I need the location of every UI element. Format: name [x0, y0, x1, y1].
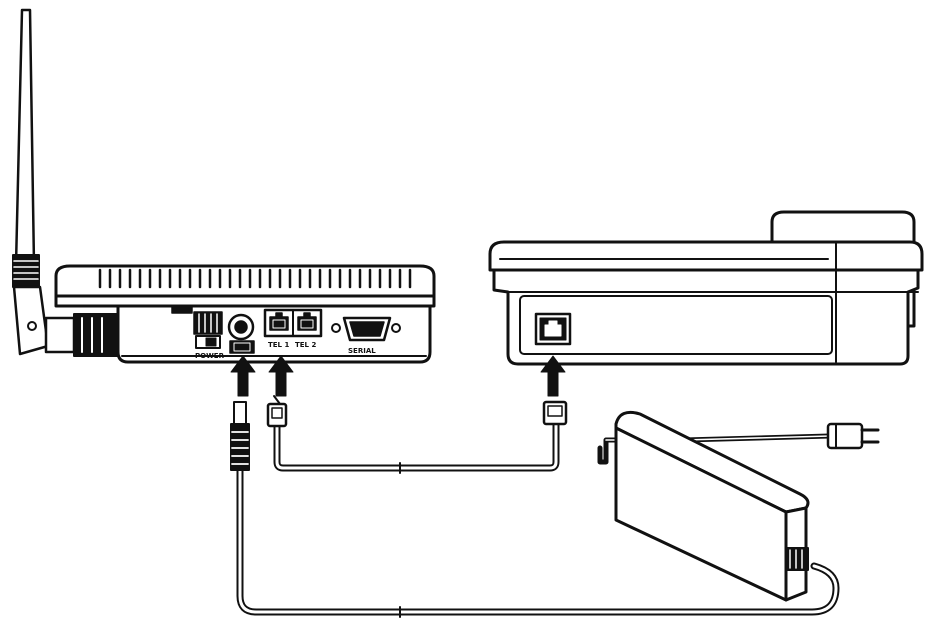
serial-label: SERIAL	[348, 347, 376, 355]
power-label: POWER	[195, 352, 225, 360]
tel1-label: TEL 1	[268, 341, 289, 349]
antenna-grip	[12, 254, 40, 288]
arrow-up-icon	[540, 355, 566, 397]
rj11-connector-icon	[542, 400, 568, 426]
arrow-up-icon	[268, 355, 294, 397]
telephone-top	[488, 240, 924, 272]
plug-icon	[230, 401, 250, 471]
antenna-connector	[44, 316, 76, 354]
power-switch: POWER	[193, 311, 225, 360]
power-cable	[236, 464, 840, 618]
antenna-base	[12, 285, 50, 356]
telephone-cable	[273, 420, 560, 474]
adapter-cable-strain-relief	[785, 547, 809, 571]
rj11-connector-icon	[266, 395, 288, 428]
power-adapter	[597, 410, 880, 602]
antenna-rod	[14, 8, 36, 267]
gateway-unit: POWER TEL 1 TEL 2	[54, 264, 436, 364]
tel2-label: TEL 2	[295, 341, 316, 349]
telephone	[488, 210, 924, 366]
telephone-line-jack	[534, 312, 572, 346]
power-jack	[227, 313, 255, 354]
tel-ports: TEL 1 TEL 2	[263, 308, 323, 349]
antenna	[12, 8, 119, 357]
plug-icon	[826, 422, 880, 450]
arrow-up-icon	[230, 355, 256, 397]
gateway-vents	[98, 268, 412, 289]
antenna-pivot	[27, 321, 37, 331]
serial-port: SERIAL	[331, 316, 401, 355]
gateway-top	[54, 264, 436, 298]
